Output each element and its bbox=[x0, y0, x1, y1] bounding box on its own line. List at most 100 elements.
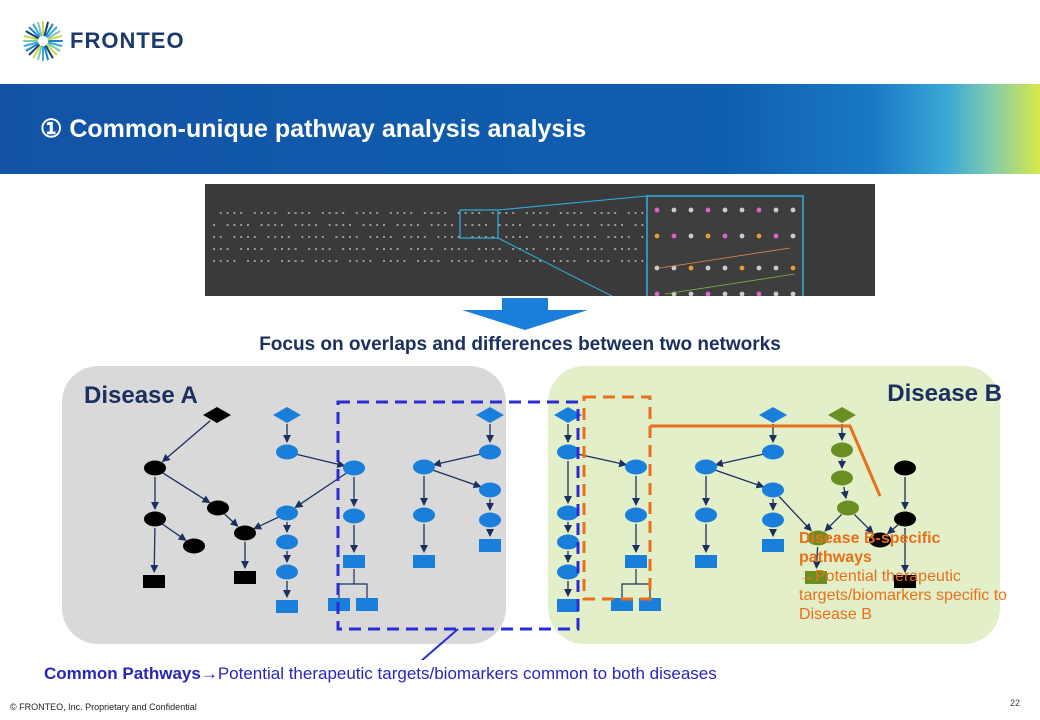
pathway-edge bbox=[161, 420, 211, 463]
common-pathways-title: Common Pathways bbox=[44, 664, 201, 683]
pathway-node-ellipse bbox=[557, 505, 579, 521]
focus-text: Focus on overlaps and differences betwee… bbox=[259, 334, 781, 355]
pathway-edge bbox=[432, 453, 482, 468]
pathway-node-ellipse bbox=[207, 500, 229, 516]
pathway-edge bbox=[162, 523, 187, 541]
pathway-node-rect bbox=[611, 598, 633, 611]
sunburst-logo-icon bbox=[23, 21, 63, 61]
specific-pathways-connector bbox=[650, 424, 882, 497]
page-title: ① Common-unique pathway analysis analysi… bbox=[40, 115, 587, 143]
pathway-edge bbox=[295, 453, 346, 468]
pathway-node-diamond bbox=[203, 407, 231, 423]
pathway-node-ellipse bbox=[276, 534, 298, 550]
pathway-node-ellipse bbox=[695, 507, 717, 523]
pathway-node-ellipse bbox=[831, 442, 853, 458]
pathway-edge bbox=[886, 524, 899, 535]
pathway-node-ellipse bbox=[557, 564, 579, 580]
arrow-glyph: → bbox=[200, 664, 218, 683]
title-banner: ① Common-unique pathway analysis analysi… bbox=[0, 84, 1040, 174]
pathway-node-rect bbox=[805, 571, 827, 584]
pathway-node-ellipse bbox=[276, 444, 298, 460]
pathway-node-ellipse bbox=[762, 482, 784, 498]
pathway-node-ellipse bbox=[479, 444, 501, 460]
pathway-node-ellipse bbox=[762, 444, 784, 460]
pathway-node-ellipse bbox=[276, 564, 298, 580]
down-arrow-icon bbox=[462, 298, 588, 330]
pathway-edge bbox=[224, 513, 239, 527]
pathway-node-diamond bbox=[759, 407, 787, 423]
pathway-edge bbox=[812, 546, 821, 569]
pathway-node-ellipse bbox=[894, 460, 916, 476]
pathway-node-rect bbox=[234, 571, 256, 584]
disease-b-specific-desc-text: Potential therapeutic targets/biomarkers… bbox=[799, 568, 1008, 623]
pathway-edge bbox=[162, 472, 211, 504]
disease-b-label: Disease B bbox=[887, 380, 1002, 407]
pathway-edge bbox=[853, 513, 874, 534]
pathway-node-rect bbox=[695, 555, 717, 568]
pathway-node-rect bbox=[479, 539, 501, 552]
pathway-node-rect bbox=[762, 539, 784, 552]
pathway-node-ellipse bbox=[276, 505, 298, 521]
pathway-node-ellipse bbox=[413, 507, 435, 523]
pathway-node-ellipse bbox=[413, 459, 435, 475]
pathway-diagram: Disease A Disease B bbox=[62, 366, 1002, 660]
logo-text: FRONTEO bbox=[70, 28, 185, 53]
pathway-node-ellipse bbox=[807, 530, 829, 546]
pathway-node-ellipse bbox=[183, 538, 205, 554]
pathway-node-rect bbox=[557, 599, 579, 612]
common-pathways-desc: Potential therapeutic targets/biomarkers… bbox=[217, 664, 717, 683]
pathway-node-diamond bbox=[476, 407, 504, 423]
pathway-node-diamond bbox=[554, 407, 582, 423]
pathway-edge bbox=[778, 496, 812, 532]
network-overview-svg bbox=[213, 195, 804, 315]
pathway-node-ellipse bbox=[343, 460, 365, 476]
pathway-node-rect bbox=[639, 598, 661, 611]
common-pathways-callout: Common Pathways→Potential therapeutic ta… bbox=[44, 664, 717, 684]
pathway-node-diamond bbox=[828, 407, 856, 423]
pathway-node-rect bbox=[143, 575, 165, 588]
pathway-node-rect bbox=[625, 555, 647, 568]
common-pathways-pointer bbox=[420, 628, 459, 660]
pathway-node-ellipse bbox=[234, 525, 256, 541]
disease-b-specific-desc: →Potential therapeutic targets/biomarker… bbox=[799, 567, 1014, 624]
pathway-node-ellipse bbox=[479, 482, 501, 498]
pathway-node-rect bbox=[894, 575, 916, 588]
disease-a-label: Disease A bbox=[84, 382, 198, 409]
pathway-edge bbox=[714, 453, 765, 468]
pathway-edge bbox=[840, 486, 849, 500]
pathway-node-ellipse bbox=[831, 470, 853, 486]
pathway-node-ellipse bbox=[837, 500, 859, 516]
pathway-node-ellipse bbox=[557, 444, 579, 460]
pathway-node-ellipse bbox=[625, 507, 647, 523]
page-number: 22 bbox=[1010, 698, 1021, 708]
pathway-node-diamond bbox=[273, 407, 301, 423]
pathway-node-ellipse bbox=[144, 460, 166, 476]
disease-a-panel bbox=[62, 366, 506, 644]
pathway-node-ellipse bbox=[343, 508, 365, 524]
fronteo-logo: FRONTEO bbox=[22, 20, 185, 62]
pathway-edge bbox=[150, 527, 159, 573]
pathway-node-ellipse bbox=[695, 459, 717, 475]
pathway-edge bbox=[432, 469, 482, 489]
pathway-node-ellipse bbox=[869, 532, 891, 548]
pathway-node-ellipse bbox=[144, 511, 166, 527]
pathway-node-rect bbox=[276, 600, 298, 613]
pathway-node-ellipse bbox=[625, 459, 647, 475]
pathway-edge bbox=[714, 469, 765, 489]
pathway-edge bbox=[621, 569, 651, 598]
pathway-node-ellipse bbox=[894, 511, 916, 527]
arrow-glyph: → bbox=[799, 568, 815, 585]
pathway-node-ellipse bbox=[479, 512, 501, 528]
pathway-node-rect bbox=[413, 555, 435, 568]
pathway-node-ellipse bbox=[762, 512, 784, 528]
copyright-footer: © FRONTEO, Inc. Proprietary and Confiden… bbox=[10, 702, 197, 712]
pathway-node-rect bbox=[356, 598, 378, 611]
network-overview-image bbox=[205, 184, 875, 315]
common-pathways-box bbox=[336, 400, 580, 631]
disease-b-specific-callout: Disease B-specific pathways →Potential t… bbox=[799, 529, 1014, 624]
disease-b-specific-title: Disease B-specific pathways bbox=[799, 530, 941, 566]
pathway-edge bbox=[824, 513, 843, 532]
pathway-node-rect bbox=[343, 555, 365, 568]
pathway-edge bbox=[253, 516, 280, 530]
pathway-node-ellipse bbox=[557, 534, 579, 550]
